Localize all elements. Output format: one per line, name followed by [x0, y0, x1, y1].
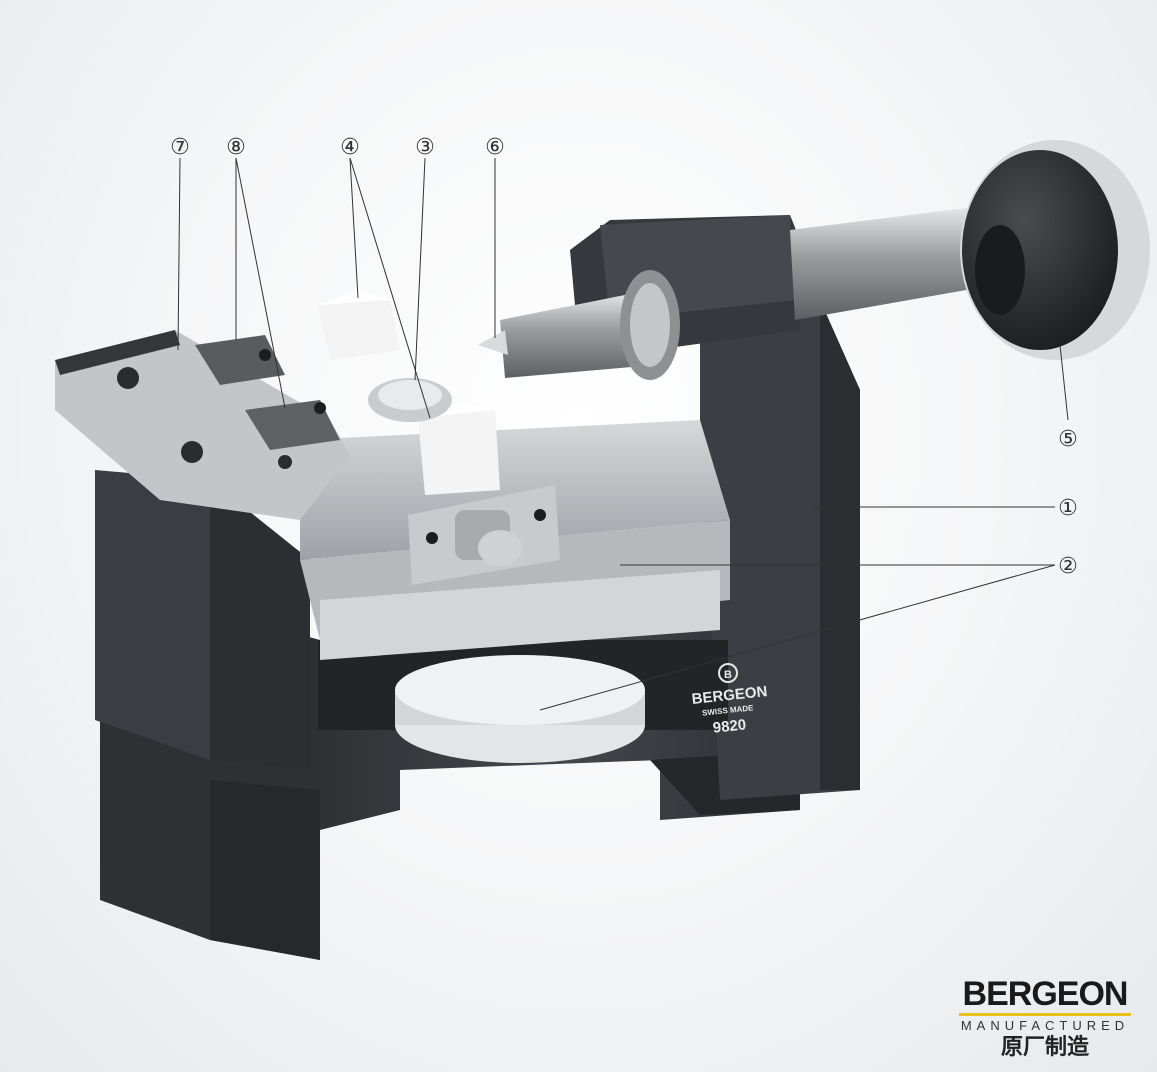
spindle	[478, 205, 995, 380]
callout-2: ②	[1058, 554, 1078, 579]
callout-5: ⑤	[1058, 427, 1078, 452]
pusher-holders	[195, 335, 340, 450]
leader-lines	[177, 157, 1069, 711]
callout-markers: ⑦ ⑧ ④ ③ ⑥ ⑤ ① ②	[170, 135, 1078, 579]
plate-model: 9820	[712, 716, 747, 736]
callout-6: ⑥	[485, 135, 505, 160]
brand-chinese: 原厂制造	[1000, 1035, 1089, 1060]
brand-rule	[959, 1013, 1131, 1016]
left-plate	[55, 330, 350, 520]
brand-logo: BERGEON MANUFACTURED 原厂制造	[955, 977, 1135, 1062]
callout-3: ③	[415, 135, 435, 160]
slide-table	[300, 420, 730, 660]
callout-8: ⑧	[226, 135, 246, 160]
callout-1: ①	[1058, 496, 1078, 521]
clamp-bar	[408, 485, 560, 585]
brand-subtitle: MANUFACTURED	[960, 1018, 1130, 1033]
brand-name: BERGEON	[962, 975, 1129, 1013]
callout-7: ⑦	[170, 135, 190, 160]
callout-4: ④	[340, 135, 360, 160]
machine-frame	[95, 215, 860, 800]
svg-text:B: B	[724, 669, 732, 681]
jaws	[318, 290, 500, 495]
handwheel	[960, 140, 1150, 360]
